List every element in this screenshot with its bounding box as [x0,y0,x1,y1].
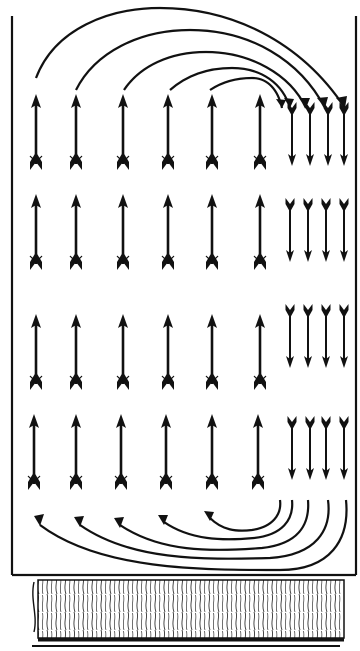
up-row-1 [30,94,266,170]
upward-arrow-grid [28,94,266,490]
up-row-4 [28,414,264,490]
bottom-turning-arcs [34,500,346,570]
down-row-4 [288,416,349,480]
top-turning-arcs [36,8,347,108]
up-row-3 [30,314,266,390]
up-row-2 [30,194,266,270]
downward-arrow-grid [286,102,349,480]
down-row-1 [288,102,349,166]
down-row-3 [286,304,349,368]
down-row-2 [286,198,349,262]
hatched-panel [32,580,344,646]
